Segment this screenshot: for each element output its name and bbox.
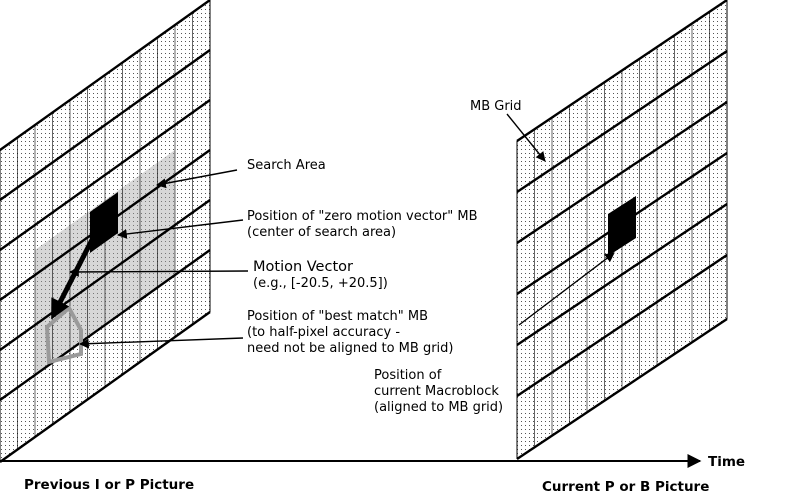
best-match-label-line2: (to half-pixel accuracy - <box>247 325 400 340</box>
zero-motion-vector-mb <box>90 192 118 253</box>
current-mb-label-line2: current Macroblock <box>374 384 499 399</box>
zero-mv-label-line1: Position of "zero motion vector" MB <box>247 209 478 224</box>
current-macroblock <box>608 196 636 256</box>
current-picture-label: Current P or B Picture <box>542 479 709 495</box>
motion-vector-pointer <box>69 267 249 277</box>
mb-grid-label: MB Grid <box>470 99 522 114</box>
current-mb-label-line1: Position of <box>374 368 442 383</box>
best-match-pointer <box>79 337 244 349</box>
search-area-label: Search Area <box>247 158 326 173</box>
best-match-label-line1: Position of "best match" MB <box>247 309 428 324</box>
search-area-pointer <box>156 169 238 189</box>
zero-mv-pointer <box>117 219 244 239</box>
previous-picture-label: Previous I or P Picture <box>24 477 194 493</box>
mb-grid-pointer <box>506 113 546 162</box>
best-match-label-line3: need not be aligned to MB grid) <box>247 341 453 356</box>
current-mb-label-line3: (aligned to MB grid) <box>374 400 503 415</box>
time-label: Time <box>708 454 745 470</box>
motion-vector-label-line1: Motion Vector <box>253 259 353 275</box>
motion-vector-label-line2: (e.g., [-20.5, +20.5]) <box>253 276 388 291</box>
current-mb-pointer <box>518 252 615 326</box>
current-picture-frame <box>516 0 728 460</box>
previous-picture-frame <box>0 0 211 463</box>
zero-mv-label-line2: (center of search area) <box>247 225 396 240</box>
